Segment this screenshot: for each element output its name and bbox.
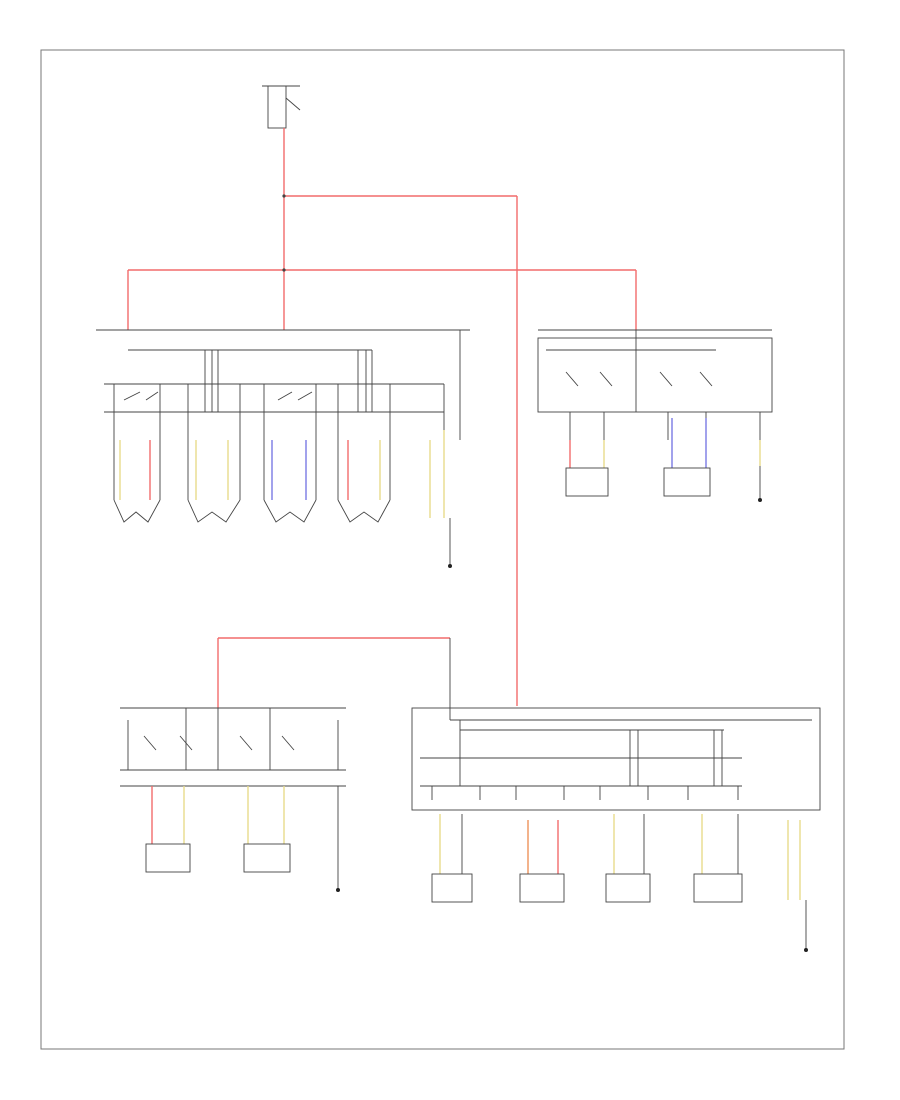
driver-lumbar-switch: [537, 329, 773, 502]
passenger-seat-motors: [431, 814, 808, 952]
passenger-seat-switch: [411, 707, 821, 811]
fuse-source: [262, 85, 301, 330]
passenger-lumbar-switch: [120, 637, 451, 892]
main-power-bus: [127, 194, 637, 706]
driver-seat-motors: [113, 412, 452, 568]
diagram-border: [40, 49, 845, 1050]
driver-seat-switch: [96, 329, 470, 440]
